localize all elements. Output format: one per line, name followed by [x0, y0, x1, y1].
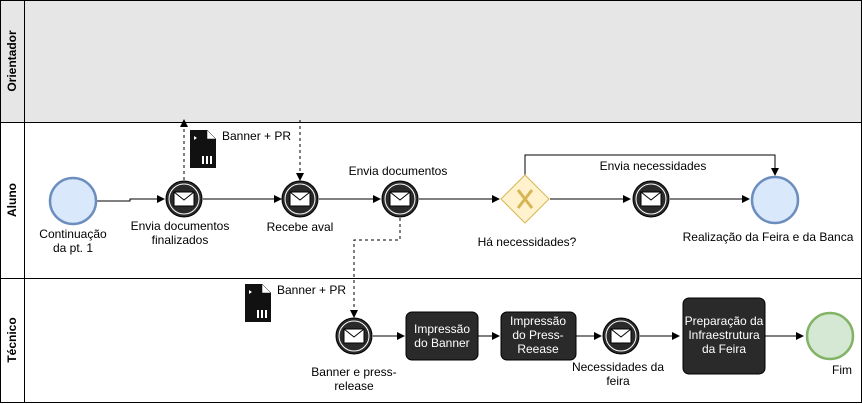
start-event-continuacao[interactable]	[48, 176, 98, 226]
task-impressao-banner[interactable]: Impressão do Banner	[405, 311, 479, 361]
message-event-recebe-aval[interactable]	[281, 180, 319, 218]
lane-tecnico-title: Técnico	[5, 317, 19, 362]
message-event-envia-necessidades[interactable]	[632, 180, 670, 218]
recebe-aval-label: Recebe aval	[267, 220, 334, 234]
flow-start-to-envia	[97, 195, 165, 203]
exclusive-gateway[interactable]	[500, 174, 550, 224]
envia-necessidades-label: Envia necessidades	[600, 159, 707, 173]
impressao-banner-line-2: do Banner	[414, 336, 469, 350]
impressao-banner-line-1: Impressão	[414, 322, 470, 336]
lane-orientador-title: Orientador	[5, 30, 19, 92]
message-event-envia-documentos[interactable]	[381, 180, 419, 218]
task-impressao-press[interactable]: Impressão do Press- Reease	[500, 311, 577, 361]
gateway-label: Há necessidades?	[478, 235, 577, 249]
envelope-icon	[173, 191, 195, 207]
message-event-necessidades-feira[interactable]	[602, 317, 640, 355]
preparacao-line-1: Preparação da	[685, 314, 764, 328]
task-preparacao-infraestrutura[interactable]: Preparação da Infraestrutura da Feira	[682, 297, 766, 375]
envelope-icon	[610, 328, 632, 344]
lane-aluno-title: Aluno	[5, 183, 19, 217]
preparacao-line-2: Infraestrutura	[688, 328, 760, 342]
sequence-flows	[97, 154, 804, 340]
impressao-press-line-1: Impressão	[510, 314, 566, 328]
end-event-fim[interactable]	[805, 311, 855, 361]
envia-documentos-label: Envia documentos	[349, 164, 448, 178]
document-icon	[189, 129, 217, 169]
x-icon	[516, 189, 534, 209]
message-envia-docs-to-tecnico	[350, 218, 401, 318]
envia-finalizados-label-2: finalizados	[152, 233, 209, 247]
flow-gateway-top-to-end	[524, 154, 779, 176]
banner-press-label-1: Banner e press-	[311, 365, 396, 379]
end-event-label: Fim	[832, 363, 852, 377]
start-event-label-1: Continuação	[39, 227, 107, 241]
document-icon	[244, 283, 272, 323]
necessidades-feira-label-1: Necessidades da	[572, 360, 664, 374]
lane-aluno	[0, 122, 862, 279]
necessidades-feira-label-2: feira	[606, 374, 630, 388]
message-event-banner-press[interactable]	[335, 317, 373, 355]
lane-orientador	[0, 0, 862, 123]
preparacao-line-3: da Feira	[702, 342, 746, 356]
message-event-envia-finalizados[interactable]	[165, 180, 203, 218]
impressao-press-line-2: do Press-	[512, 328, 563, 342]
envelope-icon	[640, 191, 662, 207]
data-object-banner-pr-bottom: Banner + PR	[277, 283, 346, 297]
envia-finalizados-label-1: Envia documentos	[131, 219, 230, 233]
envelope-icon	[289, 191, 311, 207]
banner-press-label-2: release	[334, 379, 374, 393]
envelope-icon	[389, 191, 411, 207]
start-event-label-2: da pt. 1	[53, 241, 93, 255]
message-flows	[180, 119, 401, 318]
event-realizacao-feira[interactable]	[750, 175, 800, 225]
realizacao-feira-label: Realização da Feira e da Banca	[683, 230, 854, 244]
data-object-banner-pr-top: Banner + PR	[222, 129, 291, 143]
impressao-press-line-3: Reease	[517, 342, 559, 356]
envelope-icon	[343, 328, 365, 344]
